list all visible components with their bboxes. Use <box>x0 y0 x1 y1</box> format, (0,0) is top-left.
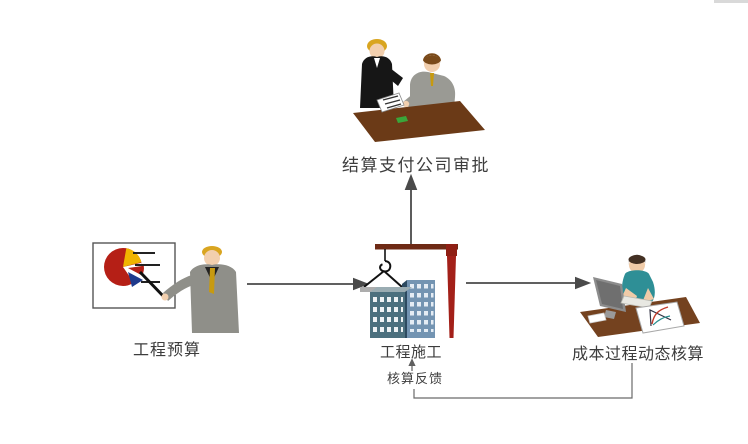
feedback-elbow-line <box>413 363 633 399</box>
standing-man-shirt <box>374 58 380 68</box>
standing-man-icon <box>360 39 403 108</box>
papers-icon <box>376 92 405 113</box>
approval-node-label: 结算支付公司审批 <box>342 156 490 175</box>
crane-tower <box>447 256 456 338</box>
chart-document-icon <box>635 301 685 334</box>
accounting-node-illustration <box>580 254 700 337</box>
crane-tower-cap <box>446 244 457 256</box>
approval-node-illustration <box>353 39 485 142</box>
crane-hook-icon <box>379 260 392 273</box>
screenshot-edge-artifact <box>714 0 748 3</box>
presenter-face <box>204 250 220 266</box>
standing-man-face <box>369 43 385 59</box>
seated-man-hair <box>423 53 441 63</box>
money-note-icon <box>396 116 408 123</box>
presenter-icon <box>161 246 239 333</box>
seated-man-icon <box>402 53 456 108</box>
monitor-icon <box>593 277 626 319</box>
feedback-edge-label: 核算反馈 <box>386 371 444 386</box>
presenter-arm <box>163 275 194 301</box>
approval-desk <box>353 101 485 142</box>
construction-node-label: 工程施工 <box>379 344 443 361</box>
presenter-hand <box>161 293 169 301</box>
standing-man-suit <box>360 56 394 108</box>
clerk-right-arm <box>642 288 654 303</box>
building-left-icon <box>370 287 412 338</box>
pointer-stick-icon <box>138 270 168 301</box>
presenter-tie <box>209 268 215 294</box>
seated-man-hand <box>402 100 410 108</box>
budget-node-label: 工程预算 <box>132 342 202 359</box>
accounting-node-label: 成本过程动态核算 <box>571 346 705 363</box>
seated-man-hair-top <box>423 55 441 65</box>
clerk-hair-top <box>628 255 646 264</box>
standing-man-arm <box>386 68 403 86</box>
presenter-suit <box>190 264 239 333</box>
construction-node-illustration <box>360 244 458 338</box>
seated-man-tie <box>430 73 434 86</box>
crane-arm <box>375 244 458 250</box>
sling-left <box>363 270 385 288</box>
seated-man-suit <box>410 71 456 108</box>
notepad-icon <box>587 312 607 324</box>
budget-node-illustration <box>92 242 239 333</box>
sling-right <box>383 270 403 288</box>
building-right-icon <box>402 280 435 338</box>
